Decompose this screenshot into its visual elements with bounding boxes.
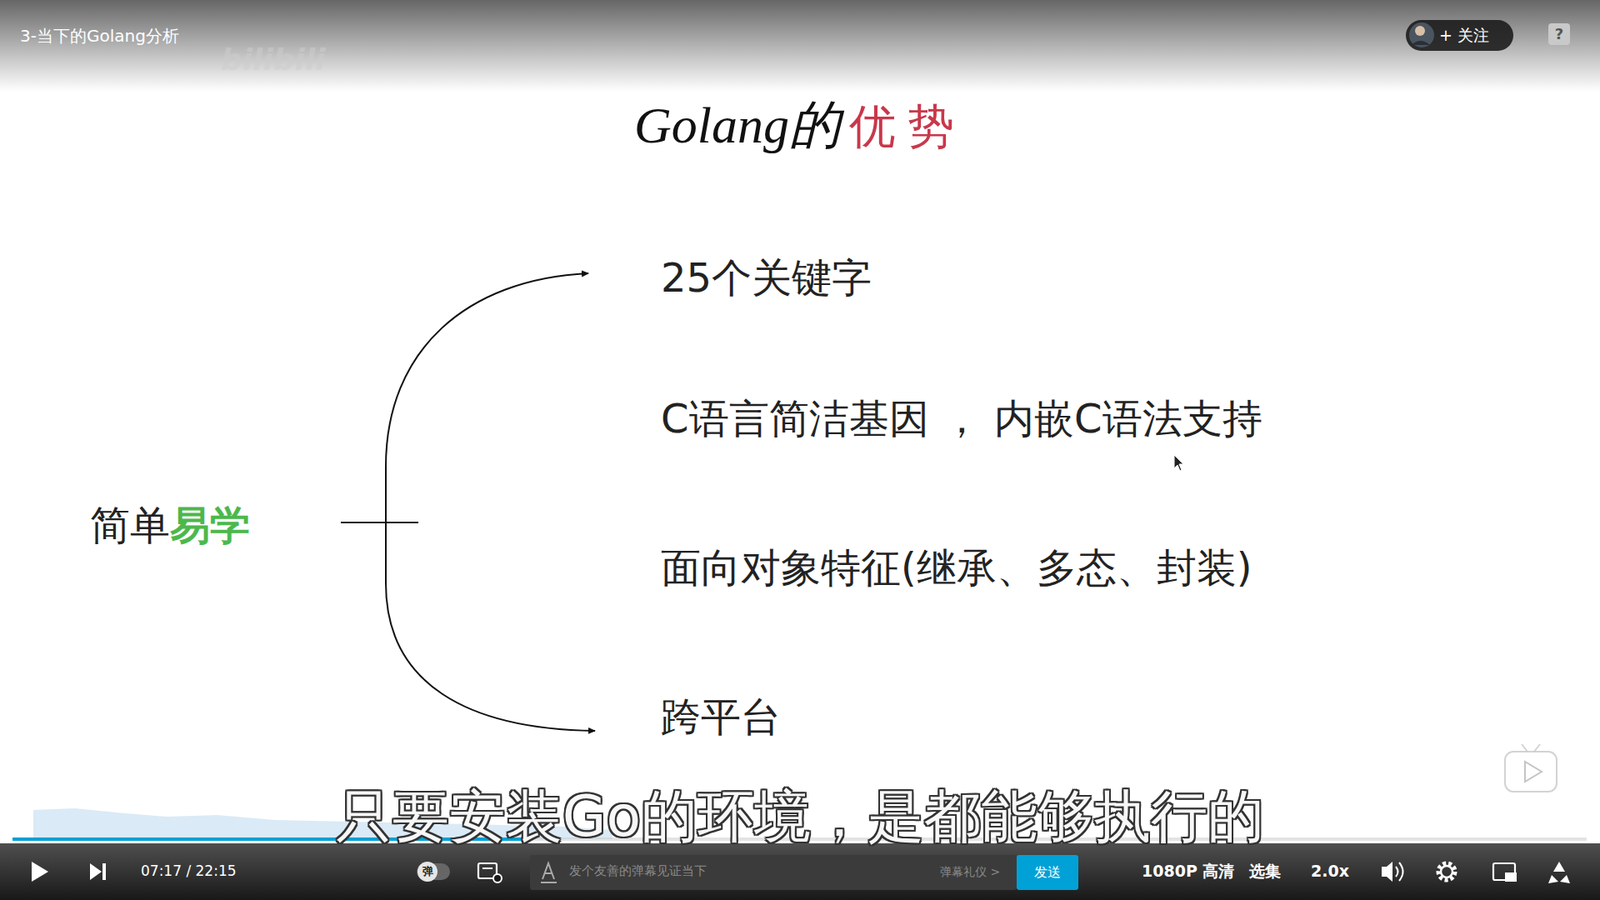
episodes-button: 选集 — [1249, 862, 1281, 881]
icon-stroke — [493, 874, 502, 883]
brace-arm — [385, 273, 589, 523]
toggle-knob — [417, 861, 438, 882]
slide-title: Golang的 — [634, 96, 841, 154]
send-text: 发送 — [1034, 865, 1061, 880]
volume-icon — [1381, 861, 1393, 882]
next-icon — [90, 863, 106, 880]
settings-icon — [1438, 863, 1455, 880]
send-button — [1016, 855, 1079, 890]
feature-item: 25个关键字 — [660, 255, 872, 301]
title-row: Golang的优势 — [0, 90, 1600, 160]
avatar — [1415, 25, 1425, 36]
tv-icon — [1525, 761, 1542, 782]
feature-item: 面向对象特征(继承、多态、封装) — [660, 545, 1252, 591]
help-icon — [1548, 23, 1570, 45]
tv-icon — [1521, 744, 1540, 752]
follow-button: + 关注 — [1439, 26, 1490, 45]
subtitle: 只要安装Go的环境，是都能够执行的 — [335, 784, 1265, 850]
avatar — [1409, 22, 1435, 48]
topic-text: 简单 — [90, 501, 170, 549]
play-icon — [31, 861, 49, 882]
avatar — [1411, 40, 1430, 45]
topic-highlight: 易学 — [170, 501, 250, 549]
brace-arm — [385, 522, 595, 731]
watermark: bilibili — [220, 42, 326, 77]
title-highlight: 优势 — [849, 99, 966, 154]
icon-stroke — [1505, 872, 1517, 882]
topic-row: 简单易学 — [90, 502, 250, 549]
help-icon-text: ? — [1555, 25, 1564, 44]
feature-item: 跨平台 — [660, 694, 781, 740]
icon-stroke — [482, 867, 493, 870]
quality-button: 1080P 高清 — [1141, 862, 1235, 881]
icon-stroke — [1395, 862, 1404, 881]
icon-stroke — [540, 881, 557, 884]
input-placeholder: 发个友善的弹幕见证当下 — [569, 864, 707, 879]
feature-item: C语言简洁基因 ， 内嵌C语法支持 — [660, 395, 1263, 442]
danmaku-etiquette: 弹幕礼仪 > — [940, 865, 1000, 879]
video-title: 3-当下的Golang分析 — [20, 26, 180, 46]
danmaku-input — [530, 855, 1017, 890]
text-style-icon — [542, 863, 555, 880]
mouse-cursor — [1174, 455, 1184, 471]
follow-pill — [1405, 20, 1514, 51]
time-display: 07:17 / 22:15 — [140, 863, 237, 880]
speed-button: 2.0x — [1310, 862, 1350, 881]
fullscreen-icon — [1548, 861, 1570, 884]
brace-stem — [340, 521, 419, 524]
danmaku-toggle-text: 弹 — [422, 865, 434, 879]
tv-icon — [1505, 751, 1557, 792]
icon-stroke — [1440, 865, 1453, 878]
